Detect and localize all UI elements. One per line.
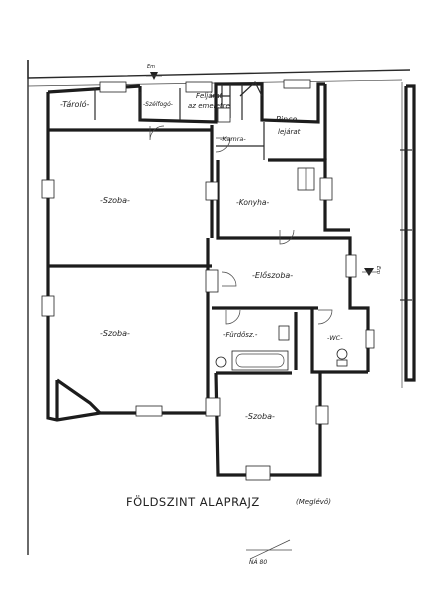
doors xyxy=(149,125,333,325)
bathroom-fixtures xyxy=(215,325,348,371)
section-marker: NÁ 80 xyxy=(246,539,292,566)
title-sub: (Meglévő) xyxy=(296,497,331,506)
room-label-tarolo: -Tároló- xyxy=(60,99,90,109)
room-label-pince-line1: Pince xyxy=(276,115,298,124)
room-label-eloszoba: -Előszoba- xyxy=(252,271,293,280)
sheet-frame xyxy=(27,60,416,555)
room-labels: -Tároló- -Szélfogó- Feljárat az emeletre… xyxy=(60,92,343,421)
windows xyxy=(41,79,375,481)
sink xyxy=(278,325,290,341)
section-label: NÁ 80 xyxy=(249,559,267,566)
water-heater xyxy=(215,356,227,368)
bathtub xyxy=(231,350,289,371)
room-label-konyha: -Konyha- xyxy=(236,198,269,207)
room-label-feljarat-line1: Feljárat xyxy=(196,92,223,100)
room-label-furdoszoba: -Fürdősz.- xyxy=(223,330,258,339)
toilet xyxy=(336,348,348,360)
room-label-kamra: -Kamra- xyxy=(220,135,246,143)
title-main: FÖLDSZINT ALAPRAJZ xyxy=(126,493,260,509)
entrance-right-label: Em xyxy=(375,266,381,274)
room-label-wc: -WC- xyxy=(327,334,343,342)
room-label-szoba-top: -Szoba- xyxy=(100,196,130,205)
entrance-markers: Em Em xyxy=(146,64,381,276)
interior-walls xyxy=(94,81,265,160)
room-label-szoba-bottom: -Szoba- xyxy=(245,412,275,421)
room-label-pince-line2: lejárat xyxy=(278,128,301,136)
entrance-top-label: Em xyxy=(147,64,155,70)
room-label-szoba-mid: -Szoba- xyxy=(100,329,130,338)
room-label-szelfogo: -Szélfogó- xyxy=(143,101,173,108)
room-label-feljarat-line2: az emeletre xyxy=(188,102,230,110)
drawing-title: FÖLDSZINT ALAPRAJZ (Meglévő) xyxy=(126,493,331,509)
